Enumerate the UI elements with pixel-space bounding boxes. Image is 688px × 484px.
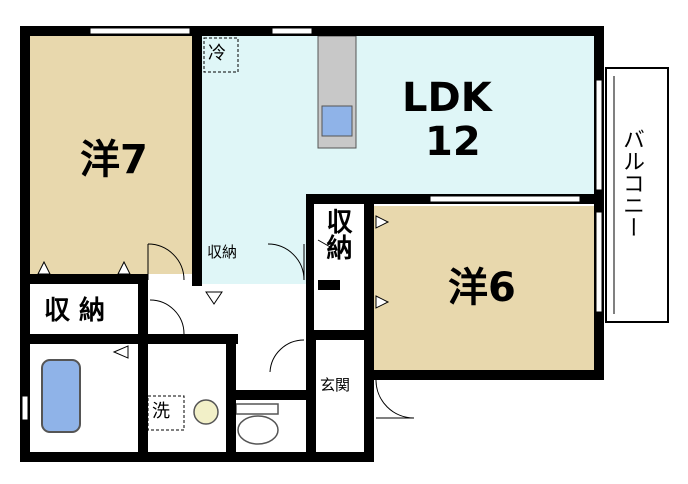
room-label-western7: 洋7 [80, 137, 148, 183]
storage-label-small: 収納 [207, 243, 238, 261]
wash-basin [193, 399, 219, 425]
storage-label-large: 収 納 [44, 296, 106, 326]
washer-label: 洗 [150, 401, 172, 422]
washer-space [147, 395, 185, 431]
room-label-ldk: LDK [402, 75, 492, 121]
room-label-western6: 洋6 [448, 265, 516, 311]
door-markers [37, 215, 390, 359]
bathtub [41, 359, 81, 433]
ldk-floor-lower [202, 194, 314, 284]
western6-floor [374, 206, 600, 370]
doors [147, 239, 415, 419]
toilet-tank [235, 403, 279, 415]
balcony [605, 67, 669, 323]
storage-label-vertical: 収納 [322, 208, 352, 260]
balcony-label: バルコニー [619, 128, 644, 238]
western7-floor [30, 36, 192, 274]
windows [21, 27, 603, 421]
ldk-floor [202, 36, 600, 194]
room-size-ldk: 12 [425, 119, 481, 165]
fridge-label: 冷 [208, 43, 226, 64]
entrance-label: 玄関 [320, 376, 351, 394]
toilet-bowl [237, 415, 279, 445]
kitchen-sink [321, 105, 353, 137]
fridge-space [203, 37, 239, 73]
